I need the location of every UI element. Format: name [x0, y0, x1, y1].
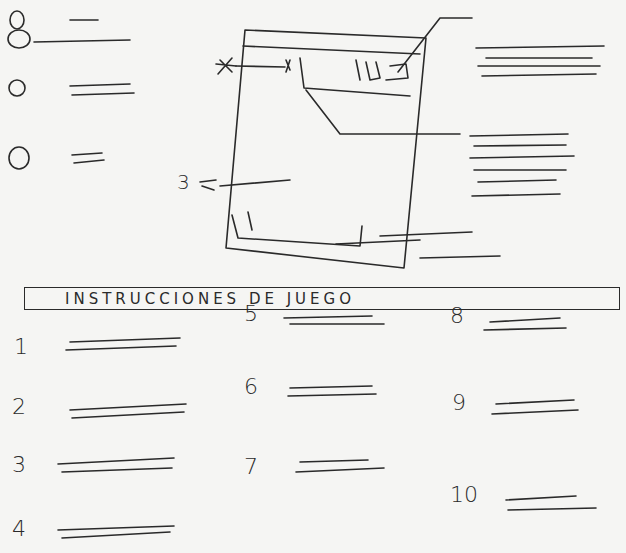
- text-line: [70, 404, 186, 418]
- text-line: [506, 496, 596, 510]
- text-line: [470, 134, 574, 196]
- leader-line: [236, 66, 285, 67]
- leader-line: [306, 90, 460, 134]
- text-line: [492, 400, 578, 414]
- bullet-circle: [9, 147, 29, 169]
- callout-number: 6: [244, 376, 258, 398]
- callout-number: 9: [452, 392, 466, 414]
- box-outline: [226, 30, 426, 268]
- text-line: [70, 84, 134, 95]
- text-line: [34, 40, 130, 42]
- callout-number: 5: [244, 303, 258, 325]
- band-heading: INSTRUCCIONES DE JUEGO: [25, 288, 619, 309]
- text-line: [58, 458, 174, 472]
- leader-line: [220, 180, 290, 186]
- inner-line: [243, 46, 420, 54]
- text-line: [284, 316, 384, 324]
- callout-number: 2: [12, 396, 26, 418]
- callout-number: 3: [12, 454, 26, 476]
- bullet-circle: [10, 11, 24, 29]
- bullet-circle: [8, 30, 30, 48]
- callout-number: 3: [177, 172, 190, 192]
- text-line: [288, 386, 376, 396]
- text-line: [296, 460, 384, 472]
- star-symbol: [216, 58, 236, 74]
- callout-number: 1: [14, 336, 28, 358]
- small-mark: [248, 212, 252, 230]
- leader-line: [336, 232, 500, 258]
- callout-number: 7: [244, 456, 258, 478]
- leader-line: [200, 180, 216, 190]
- text-line: [66, 338, 180, 350]
- text-line: [58, 526, 174, 538]
- callout-number: 10: [450, 484, 478, 506]
- bullet-circle: [9, 80, 25, 96]
- callout-number: 4: [12, 518, 26, 540]
- text-line: [476, 46, 604, 76]
- callout-number: 8: [450, 305, 464, 327]
- leader-line: [398, 18, 472, 72]
- inner-line: [300, 58, 410, 96]
- text-line: [70, 19, 98, 21]
- title-band: INSTRUCCIONES DE JUEGO: [24, 287, 620, 310]
- small-mark: [286, 60, 290, 72]
- text-line: [484, 318, 566, 330]
- text-line: [72, 153, 104, 163]
